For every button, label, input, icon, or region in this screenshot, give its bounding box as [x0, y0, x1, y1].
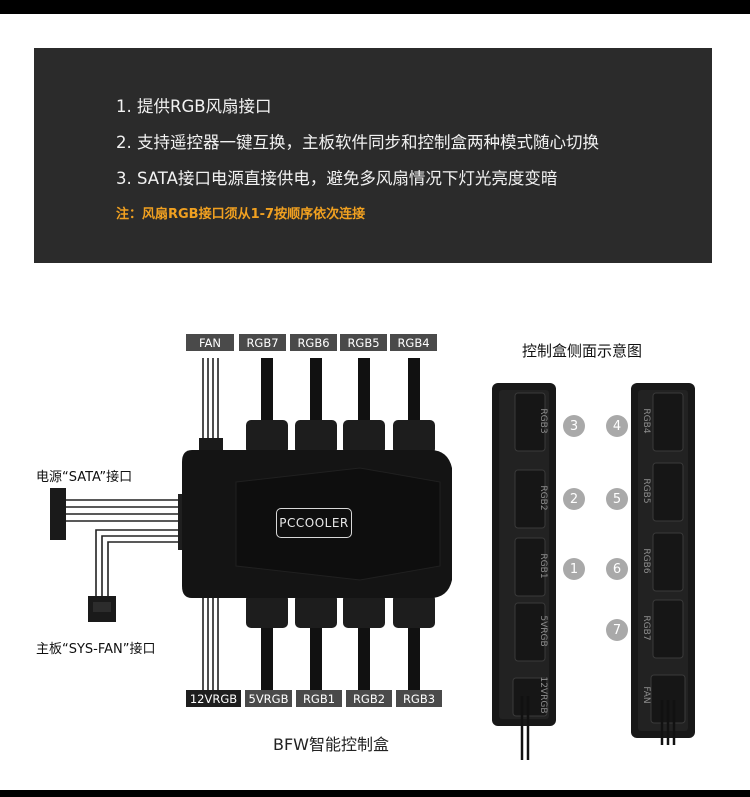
label-12vrgb: 12VRGB — [186, 690, 241, 707]
side-port-rgb4: RGB4 — [641, 408, 651, 434]
number-3: 3 — [563, 415, 585, 437]
number-4: 4 — [606, 415, 628, 437]
sata-connector — [50, 488, 66, 540]
feature-1: 1. 提供RGB风扇接口 — [116, 97, 272, 116]
feature-3: 3. SATA接口电源直接供电，避免多风扇情况下灯光亮度变暗 — [116, 169, 558, 188]
label-rgb3: RGB3 — [396, 690, 442, 707]
connection-note: 注：风扇RGB接口须从1-7按顺序依次连接 — [116, 207, 366, 222]
sysfan-caption: 主板“SYS-FAN”接口 — [36, 642, 156, 657]
side-port-rgb6: RGB6 — [641, 548, 651, 574]
side-port-rgb5: RGB5 — [641, 478, 651, 504]
side-port-12vrgb: 12VRGB — [538, 676, 548, 714]
side-view-left-device — [492, 383, 556, 760]
side-view-right-device — [631, 383, 695, 745]
side-view-title: 控制盒侧面示意图 — [522, 342, 643, 360]
top-rgb-cables — [261, 358, 420, 420]
label-rgb2: RGB2 — [346, 690, 392, 707]
number-5: 5 — [606, 488, 628, 510]
sata-caption: 电源“SATA”接口 — [36, 470, 133, 485]
feature-2: 2. 支持遥控器一键互换，主板软件同步和控制盒两种模式随心切换 — [116, 133, 599, 152]
top-rgb-plugs — [246, 420, 435, 454]
pccooler-logo: PCCOOLER — [276, 508, 352, 538]
label-5vrgb: 5VRGB — [245, 690, 292, 707]
product-caption: BFW智能控制盒 — [273, 735, 390, 754]
sysfan-wires — [95, 529, 180, 598]
label-rgb4: RGB4 — [390, 334, 437, 351]
label-rgb1: RGB1 — [296, 690, 342, 707]
label-rgb5: RGB5 — [340, 334, 387, 351]
number-1: 1 — [563, 558, 585, 580]
number-2: 2 — [563, 488, 585, 510]
side-port-rgb3: RGB3 — [538, 408, 548, 434]
12vrgb-wires — [202, 596, 219, 690]
fan-wires — [202, 358, 219, 446]
side-port-fan: FAN — [641, 686, 651, 704]
bottom-rgb-plugs — [246, 594, 435, 628]
label-fan-top: FAN — [186, 334, 234, 351]
side-port-rgb7: RGB7 — [641, 615, 651, 641]
label-rgb6: RGB6 — [290, 334, 337, 351]
side-port-rgb2: RGB2 — [538, 485, 548, 511]
sata-wires — [64, 499, 180, 522]
side-port-rgb1: RGB1 — [538, 553, 548, 579]
feature-panel: 1. 提供RGB风扇接口 2. 支持遥控器一键互换，主板软件同步和控制盒两种模式… — [34, 48, 712, 263]
side-port-5vrgb: 5VRGB — [538, 615, 548, 647]
bottom-rgb-cables — [261, 628, 420, 690]
number-7: 7 — [606, 619, 628, 641]
label-rgb7: RGB7 — [239, 334, 286, 351]
number-6: 6 — [606, 558, 628, 580]
